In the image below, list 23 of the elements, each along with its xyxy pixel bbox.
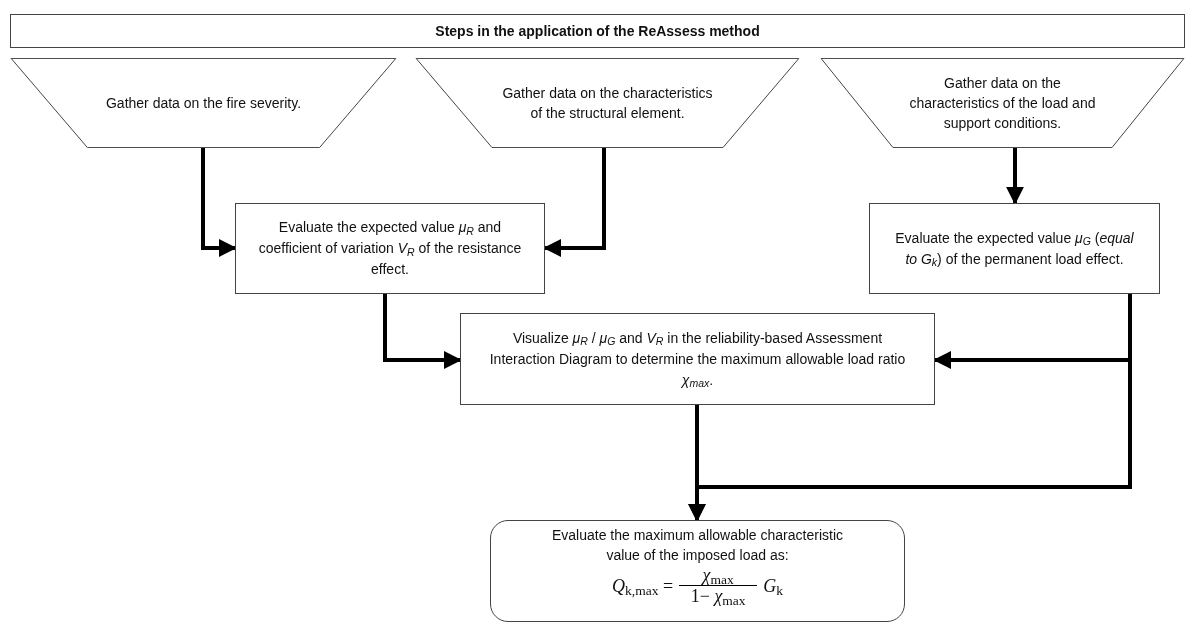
arrow <box>201 148 237 257</box>
arrow <box>543 148 606 257</box>
formula-denominator: 1− χ$_{max}$ <box>690 586 746 606</box>
title-bar: Steps in the application of the ReAssess method <box>10 14 1185 48</box>
step-text: Visualize μ$_{R}$ / μ$_{G}$ and V$_{R}$ in the reliability-based Assessment Interaction Diagram to determine the maximum allowable load ratio χ$_{max}$. <box>488 328 907 391</box>
step-text: Gather data on the fire severity. <box>104 94 303 113</box>
data-trapezoid <box>10 58 397 148</box>
arrow <box>383 294 462 369</box>
process-box <box>235 203 545 294</box>
result-box <box>490 520 905 622</box>
process-box <box>460 313 935 405</box>
step-text: Evaluate the maximum allowable characteristic value of the imposed load as: <box>551 526 844 565</box>
formula-term: Q$_{k,max}$ = <box>612 575 674 596</box>
step-text: Evaluate the expected value μ$_{R}$ and coefficient of variation V$_{R}$ of the resistance effect. <box>257 218 523 279</box>
step-text: Gather data on the characteristics of the load and support conditions. <box>908 74 1097 133</box>
data-trapezoid <box>415 58 800 148</box>
formula-term: G$_{k}$ <box>763 575 783 596</box>
data-trapezoid <box>820 58 1185 148</box>
step-text: Evaluate the expected value μ$_{G}$ (equal to G$_{k}$) of the permanent load effect. <box>894 228 1135 270</box>
formula-numerator: χ$_{max}$ <box>702 565 734 585</box>
step-text: Gather data on the characteristics of the structural element. <box>501 84 714 123</box>
process-box <box>869 203 1160 294</box>
arrow <box>1006 148 1024 205</box>
